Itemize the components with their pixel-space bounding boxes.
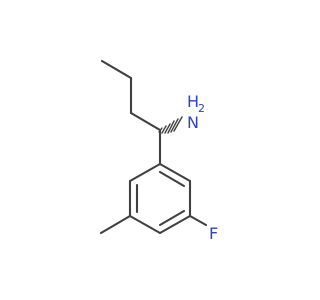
molecule-canvas: H N 2 F — [99, 59, 219, 243]
ring-bond-4 — [128, 214, 162, 235]
ring-bond-3 — [158, 214, 192, 235]
ring-double-2 — [158, 209, 186, 227]
bond-ring-f — [188, 214, 208, 227]
amine-n-text: N — [187, 113, 199, 132]
amine-h-text: H — [187, 92, 199, 111]
bond-c1-c2 — [100, 59, 133, 80]
ring-double-1 — [158, 170, 186, 188]
ring-bond-1 — [158, 162, 192, 183]
bond-c3-c4 — [129, 111, 162, 132]
amine-label: H N 2 — [187, 92, 205, 132]
structure-drawing: H N 2 F — [99, 59, 218, 243]
ring-bond-6 — [128, 162, 162, 183]
hashed-wedge-bond — [158, 116, 183, 134]
bond-ring-methyl — [99, 214, 132, 235]
fluoro-text: F — [209, 224, 218, 243]
amine-subscript: 2 — [198, 102, 205, 115]
